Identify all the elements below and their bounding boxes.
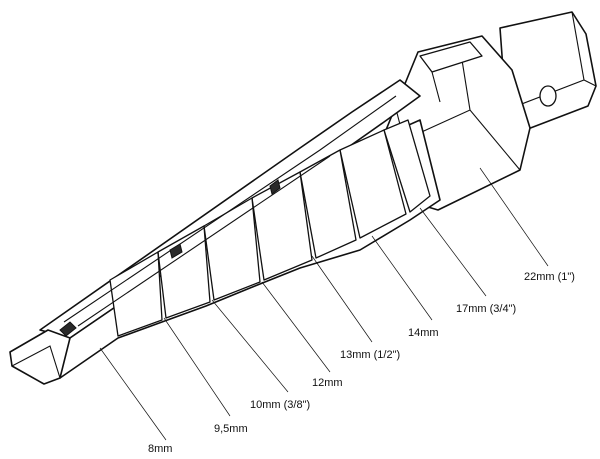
size-labels: 22mm (1") 17mm (3/4") 14mm 13mm (1/2") 1… <box>148 271 575 455</box>
leader-13mm <box>311 255 373 343</box>
step-17mm <box>383 119 431 213</box>
label-9-5mm: 9,5mm <box>214 423 248 435</box>
step-9-5mm <box>157 225 211 319</box>
leader-12mm <box>261 281 331 373</box>
label-8mm: 8mm <box>148 443 172 454</box>
step-10mm <box>203 197 261 301</box>
leader-9-5mm <box>163 317 231 417</box>
step-13mm <box>299 149 357 259</box>
stepped-body <box>39 79 441 379</box>
pilot-tip <box>9 329 71 385</box>
shank-hole <box>539 85 557 107</box>
label-14mm: 14mm <box>408 327 439 339</box>
step-8mm <box>109 251 163 337</box>
leader-8mm <box>99 347 167 441</box>
leader-14mm <box>371 235 433 321</box>
leader-22mm <box>479 167 549 267</box>
leader-17mm <box>419 207 487 297</box>
leader-lines <box>99 167 549 441</box>
label-12mm: 12mm <box>312 377 343 389</box>
leader-10mm <box>211 299 289 393</box>
step-14mm <box>339 129 407 239</box>
label-17mm: 17mm (3/4") <box>456 303 516 315</box>
label-13mm: 13mm (1/2") <box>340 349 400 361</box>
label-10mm: 10mm (3/8") <box>250 399 310 411</box>
label-22mm: 22mm (1") <box>524 271 575 283</box>
